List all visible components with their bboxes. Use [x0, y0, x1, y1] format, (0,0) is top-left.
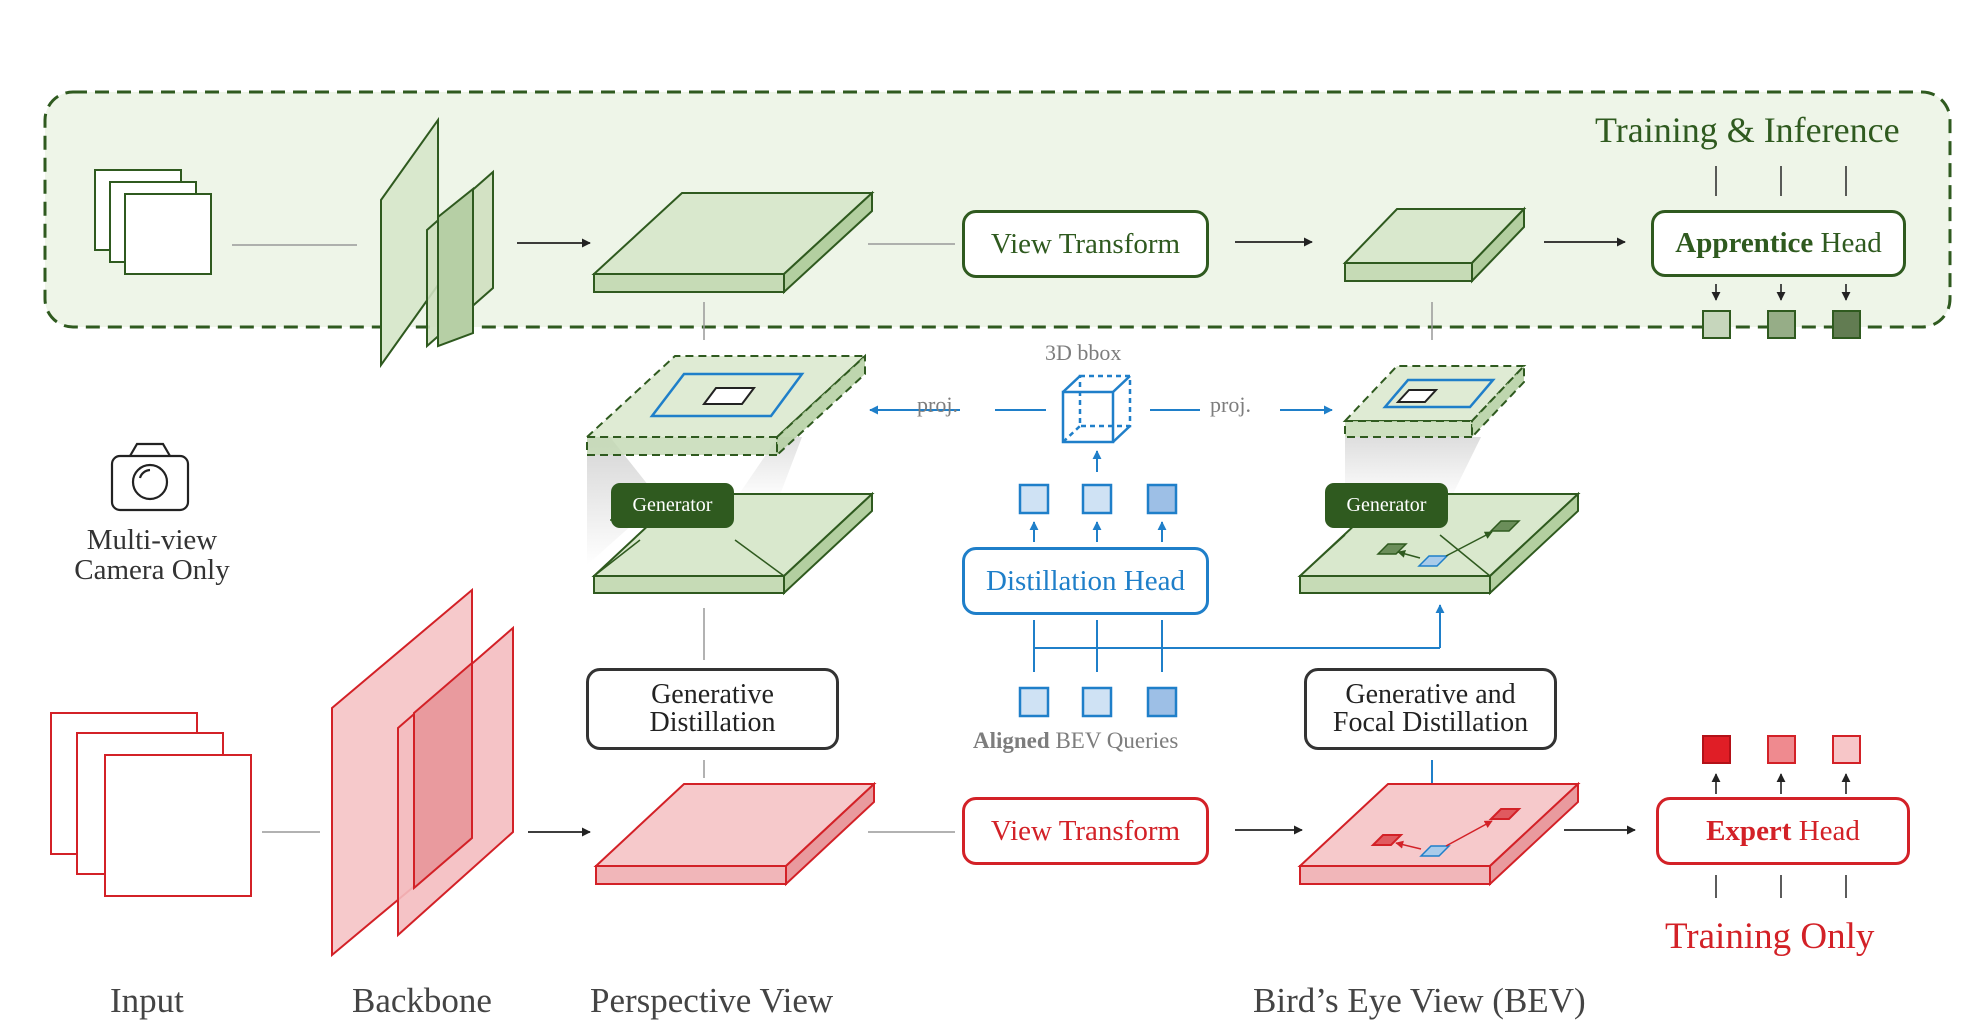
distillation-head-box: Distillation Head — [962, 547, 1209, 615]
proj-right-label: proj. — [1210, 392, 1251, 417]
green-bev-feature — [1342, 206, 1527, 284]
red-view-transform-box: View Transform — [962, 797, 1209, 865]
right-generator-stack — [1297, 363, 1581, 596]
generator-left: Generator — [611, 483, 734, 528]
apprentice-output-2 — [1767, 310, 1796, 339]
training-only-label: Training Only — [1665, 916, 1875, 957]
stage-label-perspective: Perspective View — [590, 981, 834, 1020]
stage-label-backbone: Backbone — [352, 981, 492, 1020]
query-square-top-3 — [1146, 483, 1178, 515]
aligned-bold: Aligned — [973, 728, 1050, 753]
red-view-transform-label: View Transform — [990, 814, 1181, 847]
red-backbone — [331, 587, 514, 958]
aligned-query-square-3 — [1146, 686, 1178, 718]
apprentice-output-1 — [1702, 310, 1731, 339]
expert-head-bold: Expert — [1706, 814, 1792, 847]
expert-output-1 — [1702, 735, 1731, 764]
expert-head-box: Expert Head — [1656, 797, 1910, 865]
generator-right: Generator — [1325, 483, 1448, 528]
aligned-query-square-2 — [1081, 686, 1113, 718]
multiview-label: Multi-view Camera Only — [52, 525, 252, 586]
expert-output-2 — [1767, 735, 1796, 764]
aligned-query-square-1 — [1018, 686, 1050, 718]
multiview-line1: Multi-view — [86, 524, 218, 556]
query-square-top-2 — [1081, 483, 1113, 515]
apprentice-head-bold: Apprentice — [1675, 227, 1814, 259]
left-generator-stack — [584, 353, 875, 596]
focal-distillation-box: Generative and Focal Distillation — [1304, 668, 1557, 750]
query-square-top-1 — [1018, 483, 1050, 515]
stage-label-input: Input — [110, 981, 184, 1020]
multiview-line2: Camera Only — [74, 554, 230, 587]
training-inference-label: Training & Inference — [1595, 110, 1900, 150]
aligned-bev-queries-label: Aligned BEV Queries — [973, 728, 1179, 753]
aligned-rest: BEV Queries — [1049, 728, 1179, 753]
expert-head-rest: Head — [1791, 814, 1860, 847]
green-perspective-feature — [591, 190, 875, 295]
distillation-head-label: Distillation Head — [986, 564, 1185, 597]
apprentice-head-box: Apprentice Head — [1651, 210, 1906, 277]
generative-distillation-box: Generative Distillation — [586, 668, 839, 750]
red-perspective-feature — [593, 781, 877, 887]
green-view-transform-label: View Transform — [990, 227, 1181, 260]
focal-distillation-line1: Generative and — [1345, 679, 1516, 710]
generative-distillation-line2: Distillation — [649, 707, 776, 738]
green-input-images — [94, 169, 212, 275]
red-bev-feature — [1297, 781, 1581, 887]
apprentice-output-3 — [1832, 310, 1861, 339]
camera-icon — [110, 442, 190, 512]
3d-bbox-cube-icon — [1061, 374, 1132, 444]
stage-label-bev: Bird’s Eye View (BEV) — [1253, 981, 1586, 1020]
apprentice-head-rest: Head — [1813, 227, 1882, 259]
bbox-3d-label: 3D bbox — [1045, 340, 1122, 365]
red-input-images — [50, 712, 252, 897]
expert-output-3 — [1832, 735, 1861, 764]
green-view-transform-box: View Transform — [962, 210, 1209, 278]
green-backbone — [380, 116, 494, 369]
generative-distillation-line1: Generative — [651, 679, 774, 710]
focal-distillation-line2: Focal Distillation — [1332, 707, 1529, 738]
proj-left-label: proj. — [917, 392, 958, 417]
